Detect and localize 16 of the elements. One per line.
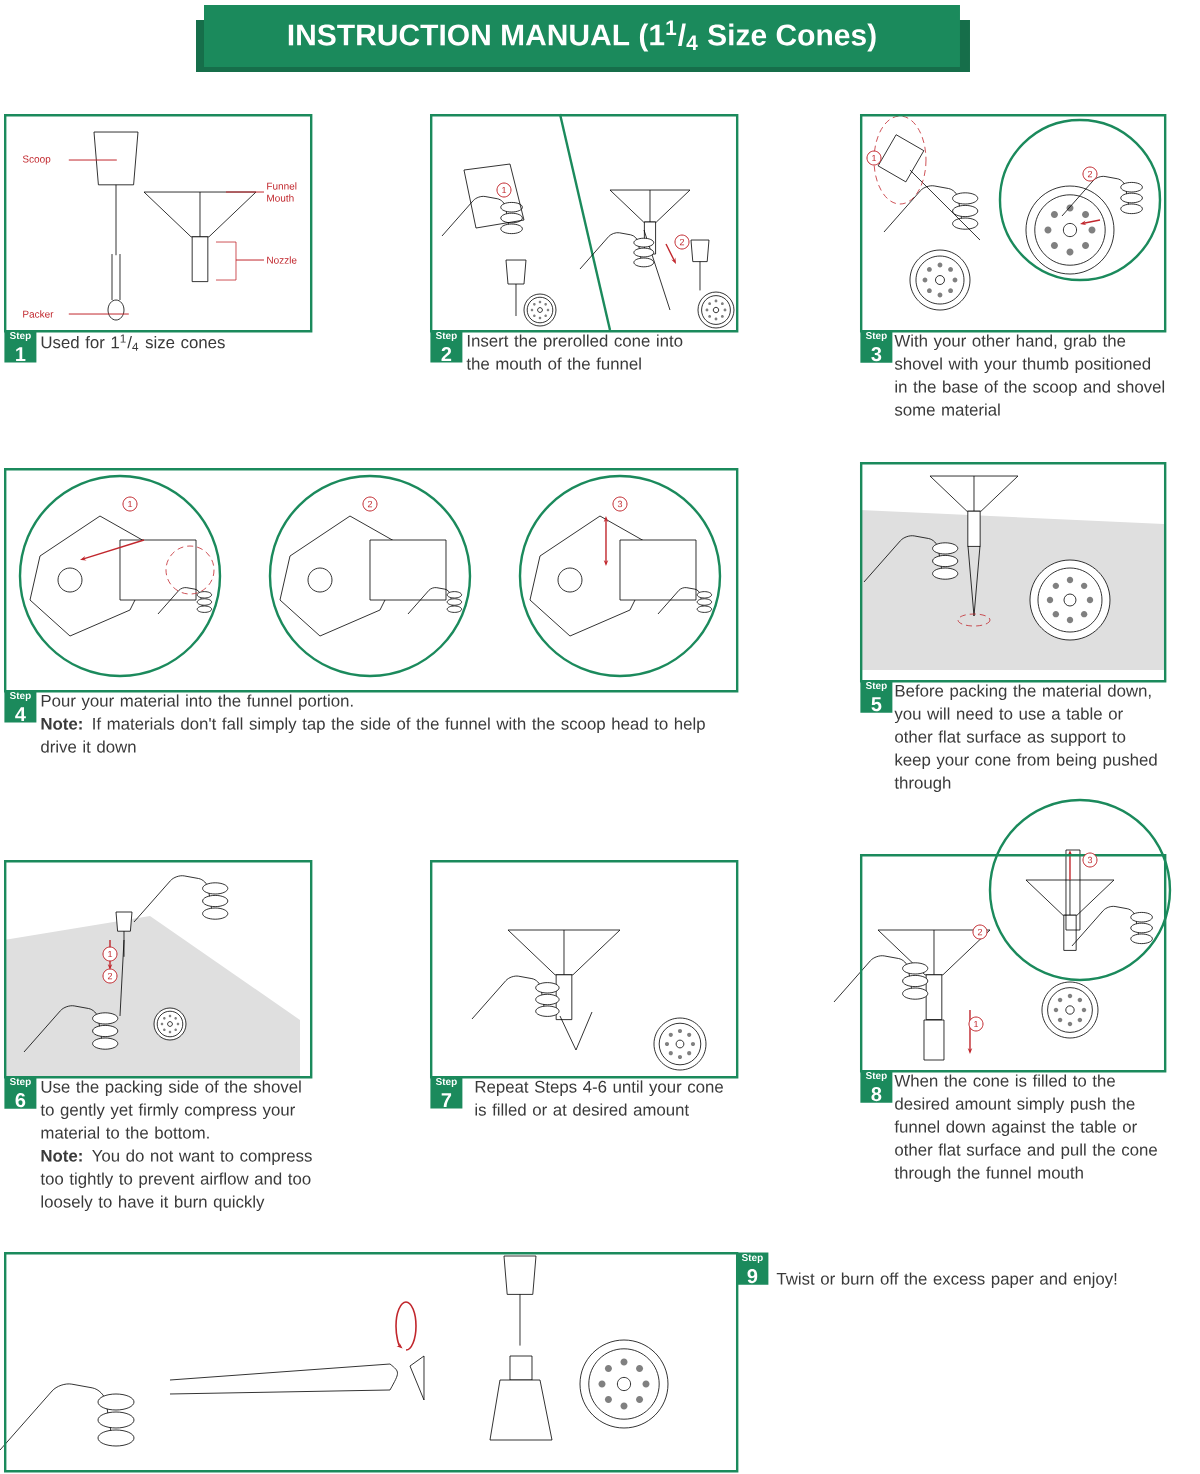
note-text: Note: You do not want to compress too tightly to prevent airflow and too loosely to have it burn quickly	[40, 1149, 312, 1212]
instruction-text: Repeat Steps 4-6 until your cone is filled or at desired amount	[475, 1080, 723, 1116]
title-banner: INSTRUCTION MANUAL (1$^{1}$/$_{4}$ Size Cones)	[196, 5, 970, 72]
instruction-text: When the cone is filled to the desired amount simply push the funnel down against the table or other flat surface and pull the cone through the funnel mouth	[894, 1074, 1157, 1183]
instruction-text: Insert the prerolled cone into the mouth of the funnel	[466, 334, 683, 370]
leader-line	[68, 159, 118, 161]
leader-line	[68, 313, 130, 315]
instruction-text: With your other hand, grab the shovel with your thumb positioned in the base of the scoop and shovel some material	[894, 334, 1165, 416]
leader-line	[225, 191, 265, 193]
instruction-text: Before packing the material down, you will need to use a table or other flat surface as support to keep your cone from being pushed through	[894, 684, 1157, 793]
leader-line	[235, 259, 265, 261]
instruction-text: Pour your material into the funnel portion.	[41, 694, 353, 711]
instruction-text: Use the packing side of the shovel to gently yet firmly compress your material to the bottom.	[40, 1080, 301, 1139]
instruction-text: Used for 1$^{1}$/$_{4}$ size cones	[41, 334, 225, 351]
instruction-text: Twist or burn off the excess paper and enjoy!	[776, 1272, 1117, 1289]
note-text: Note: If materials don't fall simply tap the side of the funnel with the scoop head to help drive it down	[41, 717, 705, 753]
